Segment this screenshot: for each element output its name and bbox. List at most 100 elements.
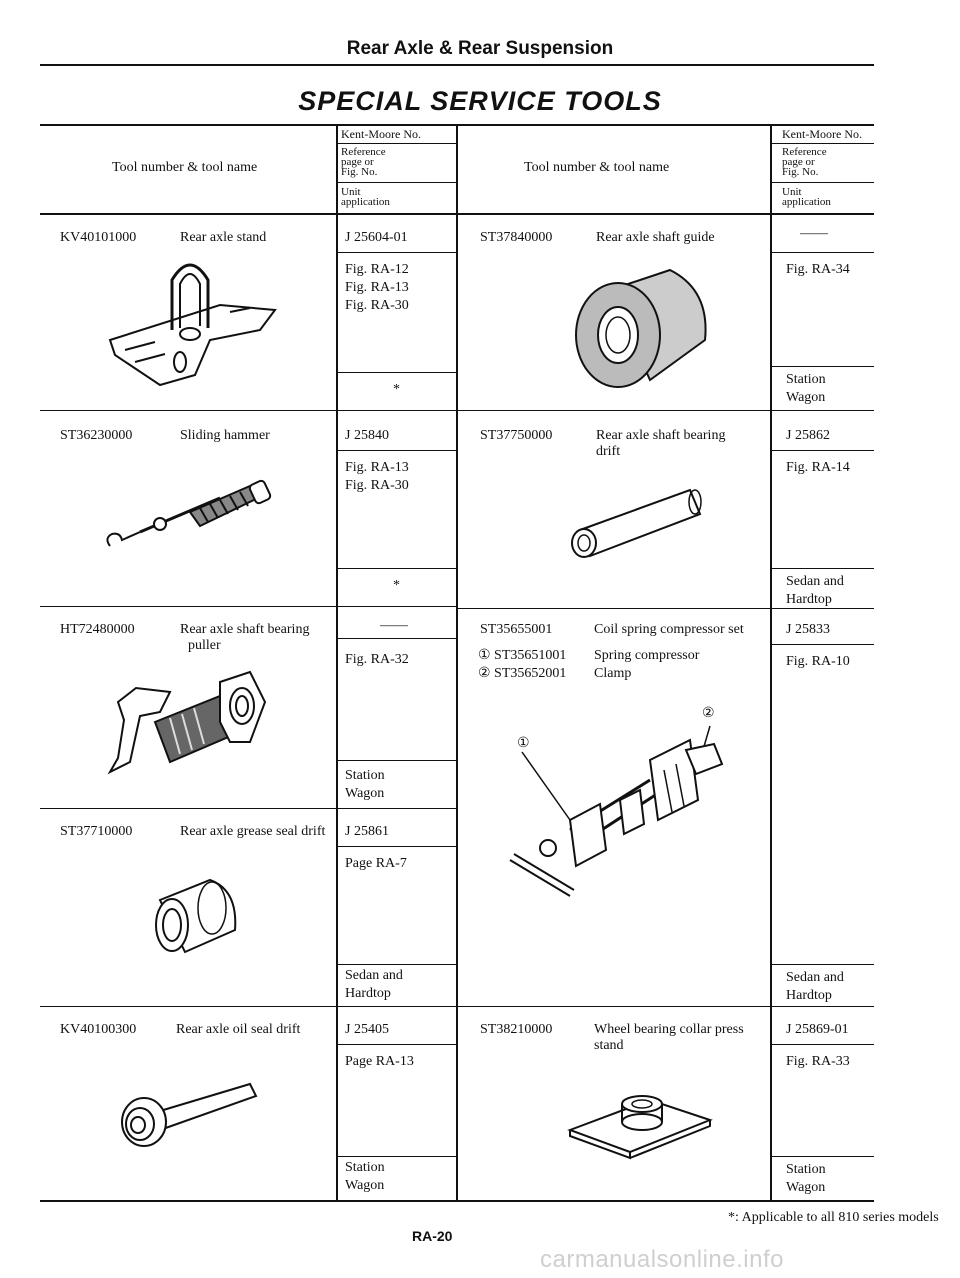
tool-name: Sliding hammer	[180, 428, 270, 443]
ref-fig: Fig. RA-14	[786, 460, 850, 475]
col-header-kent-left: Kent-Moore No.	[341, 127, 421, 141]
unit-application: Sedan and	[786, 574, 844, 589]
header-cell-rule	[338, 182, 456, 183]
unit-application: Sedan and	[786, 970, 844, 985]
col-header-ref-right-1: Reference	[782, 146, 827, 158]
header-cell-rule	[772, 143, 874, 144]
sub-tool-name: Clamp	[594, 666, 632, 681]
row-rule	[458, 410, 874, 411]
cell-rule	[338, 846, 456, 847]
unit-application: Station	[345, 1160, 385, 1175]
right-col-divider	[770, 124, 772, 1202]
page-title: SPECIAL SERVICE TOOLS	[298, 86, 662, 116]
cell-rule	[772, 1156, 874, 1157]
kent-moore-no: J 25862	[786, 428, 830, 443]
tool-number: ST37840000	[480, 230, 553, 245]
spring-compressor-icon	[509, 725, 724, 897]
unit-application: Wagon	[786, 390, 826, 405]
col-header-ref-right-3: Fig. No.	[782, 166, 819, 178]
kent-moore-no: ——	[380, 618, 408, 633]
tool-number: ST38210000	[480, 1022, 553, 1037]
cell-rule	[772, 568, 874, 569]
center-divider	[456, 124, 458, 1202]
col-header-ref-left-1: Reference	[341, 146, 386, 158]
tool-name: Wheel bearing collar press	[594, 1022, 744, 1037]
cell-rule	[772, 366, 874, 367]
bearing-drift-icon	[571, 488, 702, 558]
ref-fig: Page RA-7	[345, 856, 407, 871]
cell-rule	[338, 964, 456, 965]
kent-moore-no: J 25861	[345, 824, 389, 839]
callout-1: ①	[517, 736, 530, 751]
ref-fig: Fig. RA-10	[786, 654, 850, 669]
col-header-unit-right-1: Unit	[782, 186, 802, 198]
cell-rule	[338, 760, 456, 761]
rear-axle-stand-icon	[108, 263, 277, 387]
shaft-guide-icon	[575, 268, 707, 388]
kent-moore-no: ——	[800, 226, 828, 241]
col-header-ref-left-2: page or	[341, 156, 374, 168]
bearing-puller-icon	[107, 670, 267, 775]
callout-2: ②	[702, 706, 715, 721]
cell-rule	[772, 644, 874, 645]
ref-fig: Page RA-13	[345, 1054, 414, 1069]
unit-application: Sedan and	[345, 968, 403, 983]
cell-rule	[338, 252, 456, 253]
ref-fig: Fig. RA-30	[345, 298, 409, 313]
collar-press-stand-icon	[567, 1095, 713, 1160]
cell-rule	[772, 450, 874, 451]
row-rule	[458, 1006, 874, 1007]
unit-application: Hardtop	[345, 986, 391, 1001]
ref-fig: Fig. RA-30	[345, 478, 409, 493]
header-cell-rule	[338, 143, 456, 144]
kent-moore-no: J 25405	[345, 1022, 389, 1037]
cell-rule	[772, 964, 874, 965]
col-header-tool-left: Tool number & tool name	[112, 160, 258, 175]
footnote: *: Applicable to all 810 series models	[728, 1210, 939, 1225]
row-rule	[40, 1006, 456, 1007]
ref-fig: Fig. RA-13	[345, 460, 409, 475]
page-number: RA-20	[412, 1228, 453, 1244]
cell-rule	[338, 638, 456, 639]
tool-name: Rear axle shaft bearing	[180, 622, 310, 637]
grease-seal-drift-icon	[155, 878, 237, 954]
tool-number: ST35655001	[480, 622, 553, 637]
tool-name: Rear axle shaft guide	[596, 230, 715, 245]
tool-number: ST37710000	[60, 824, 133, 839]
unit-application: Wagon	[345, 786, 385, 801]
row-rule	[40, 410, 456, 411]
tool-name: Rear axle grease seal drift	[180, 824, 326, 839]
unit-application: Station	[786, 372, 826, 387]
section-header: Rear Axle & Rear Suspension	[346, 38, 614, 59]
col-header-kent-right: Kent-Moore No.	[782, 127, 862, 141]
col-header-unit-left-2: application	[341, 196, 390, 208]
unit-application: Hardtop	[786, 592, 832, 607]
tool-name: Rear axle stand	[180, 230, 267, 245]
col-header-ref-left-3: Fig. No.	[341, 166, 378, 178]
cell-rule	[338, 450, 456, 451]
sliding-hammer-icon	[106, 479, 272, 547]
col-header-unit-left-1: Unit	[341, 186, 361, 198]
row-rule	[40, 808, 456, 809]
tool-number: KV40100300	[60, 1022, 137, 1037]
oil-seal-drift-icon	[121, 1082, 258, 1147]
sub-tool-number: ② ST35652001	[478, 666, 567, 681]
ref-fig: Fig. RA-13	[345, 280, 409, 295]
left-col-divider	[336, 124, 338, 1202]
tool-number: KV40101000	[60, 230, 137, 245]
tool-name: drift	[596, 444, 621, 459]
kent-moore-no: J 25869-01	[786, 1022, 849, 1037]
ref-fig: Fig. RA-12	[345, 262, 409, 277]
cell-rule	[338, 1044, 456, 1045]
kent-moore-no: J 25840	[345, 428, 389, 443]
col-header-unit-right-2: application	[782, 196, 831, 208]
kent-moore-no: J 25833	[786, 622, 830, 637]
unit-application: Station	[345, 768, 385, 783]
ref-fig: Fig. RA-34	[786, 262, 850, 277]
ref-fig: Fig. RA-33	[786, 1054, 850, 1069]
ref-fig: Fig. RA-32	[345, 652, 409, 667]
tool-name: puller	[188, 638, 221, 653]
unit-application: Wagon	[786, 1180, 826, 1195]
row-rule	[458, 608, 874, 609]
tool-name: stand	[594, 1038, 624, 1053]
